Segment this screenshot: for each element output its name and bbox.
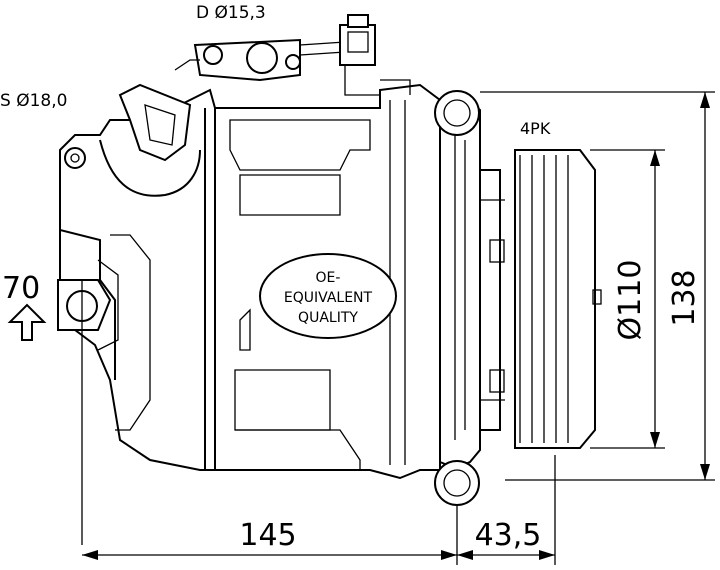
oe-equivalent-badge: OE- EQUIVALENT QUALITY bbox=[259, 253, 397, 339]
body-length-dimension: 145 bbox=[239, 518, 296, 553]
dimension-lines bbox=[82, 91, 715, 565]
mount-offset-label: 70 bbox=[2, 271, 40, 306]
discharge-label: D Ø15,3 bbox=[196, 3, 266, 23]
oe-badge-line1: OE- bbox=[316, 270, 341, 286]
mount-lug-top bbox=[434, 90, 480, 136]
overall-height-dimension: 138 bbox=[667, 269, 702, 326]
oe-badge-line3: QUALITY bbox=[298, 310, 358, 326]
mount-lug-rear bbox=[57, 279, 112, 545]
pulley-diameter-dimension: Ø110 bbox=[613, 260, 648, 341]
suction-label: S Ø18,0 bbox=[0, 91, 67, 111]
mount-arrow-icon bbox=[7, 303, 47, 341]
pulley bbox=[514, 149, 602, 449]
pulley-length-dimension: 43,5 bbox=[475, 518, 542, 553]
mount-lug-bottom bbox=[434, 460, 480, 506]
discharge-port bbox=[174, 14, 411, 96]
oe-badge-line2: EQUIVALENT bbox=[284, 290, 373, 306]
suction-port bbox=[64, 83, 201, 197]
pulley-type-label: 4PK bbox=[520, 119, 551, 138]
